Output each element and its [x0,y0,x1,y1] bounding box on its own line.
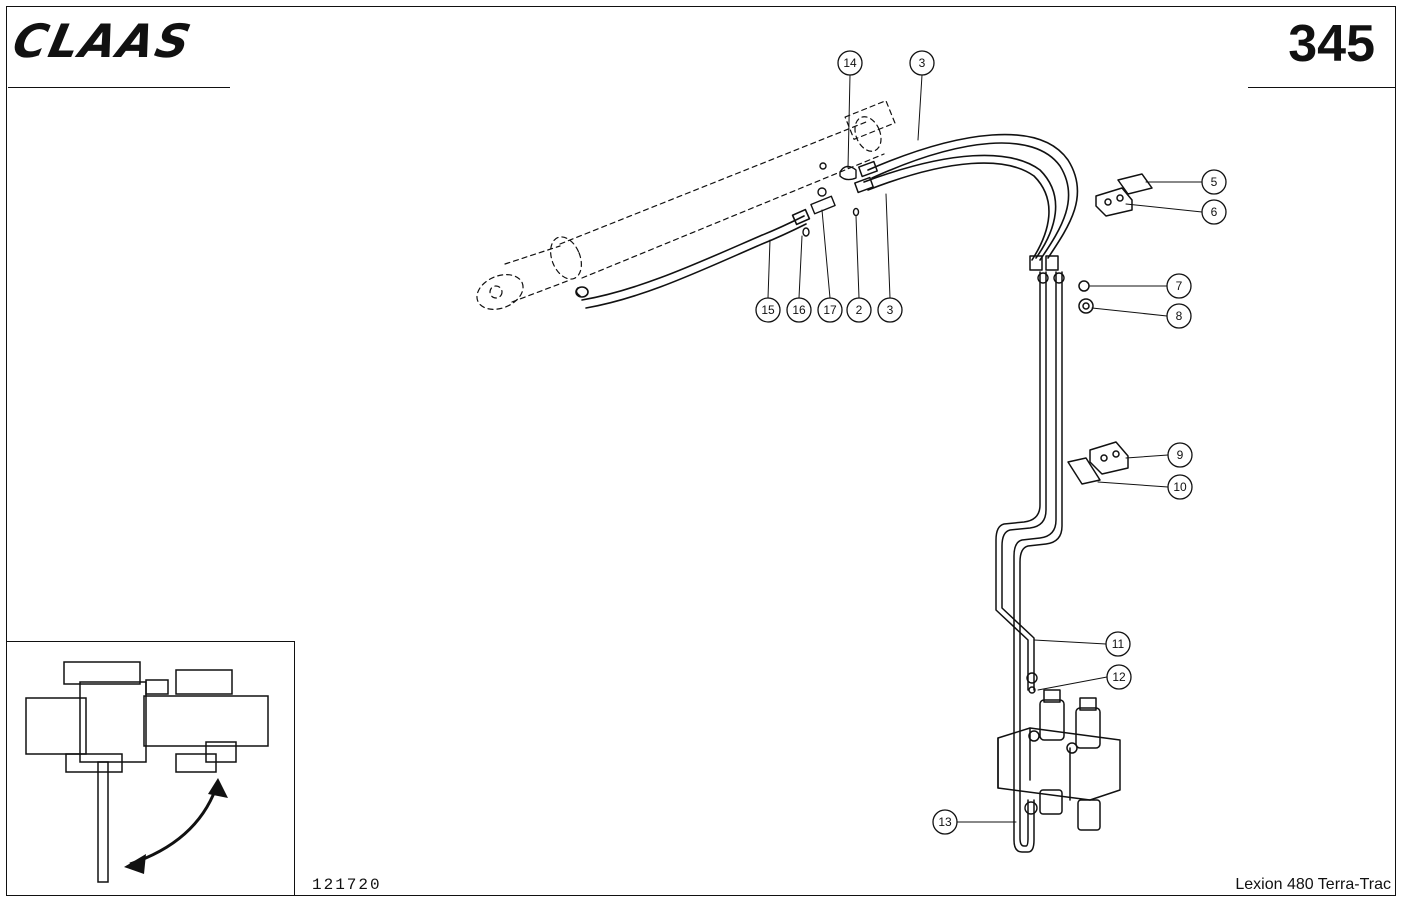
callout-label: 3 [919,56,926,70]
page-number: 345 [1288,15,1375,73]
callout-label: 8 [1176,309,1183,323]
ring-16 [802,227,810,237]
hose-3-fittings [854,160,1059,271]
steel-pipes [995,271,1063,853]
inset-track-right [175,753,217,773]
clamp-5-6 [1095,173,1153,217]
inset-cab-block [79,681,147,763]
callout-circles [755,50,1227,835]
callout-label: 12 [1112,670,1126,684]
callout-label: 5 [1211,175,1218,189]
callout-label: 15 [761,303,775,317]
drawing-number: 121720 [312,876,382,894]
inset-top-part [145,679,169,695]
inset-arrow-head-right [208,778,228,798]
inset-rear-part [205,741,237,763]
elbow-14 [839,165,857,181]
callout-label: 9 [1177,448,1184,462]
inset-lever [97,761,109,883]
drawing-frame [6,6,1396,896]
hose-15 [575,208,811,309]
callout-label: 13 [938,815,952,829]
pipe-nuts [1024,272,1065,815]
model-name: Lexion 480 Terra-Trac [1235,876,1391,893]
callout-label: 11 [1112,637,1125,651]
callout-label: 10 [1173,480,1187,494]
clamp-9-10 [1067,441,1129,485]
inset-arrow-head-left [124,854,146,874]
inset-top-part-2 [175,669,233,695]
callout-label: 17 [823,303,837,317]
callout-label: 2 [856,303,863,317]
nuts-7-8 [1078,280,1094,314]
location-inset [6,641,295,896]
inset-track-left [65,753,123,773]
inset-drawing [25,661,269,883]
callout-label: 3 [887,303,894,317]
logo-rule [8,87,230,88]
control-valve-block [997,689,1121,831]
callout-label: 6 [1211,205,1218,219]
small-fittings [802,162,860,237]
page-number-rule [1248,87,1395,88]
inset-upper-part [63,661,141,685]
callout-label: 7 [1176,279,1183,293]
hose-3-upper [863,133,1079,261]
ring-2 [852,207,860,217]
inset-front-block [25,697,87,755]
callout-label: 16 [792,303,806,317]
leader-lines [767,74,1203,823]
callout-label: 14 [843,56,857,70]
hydraulic-cylinder-outline [476,100,896,310]
adapter-17 [810,195,836,215]
